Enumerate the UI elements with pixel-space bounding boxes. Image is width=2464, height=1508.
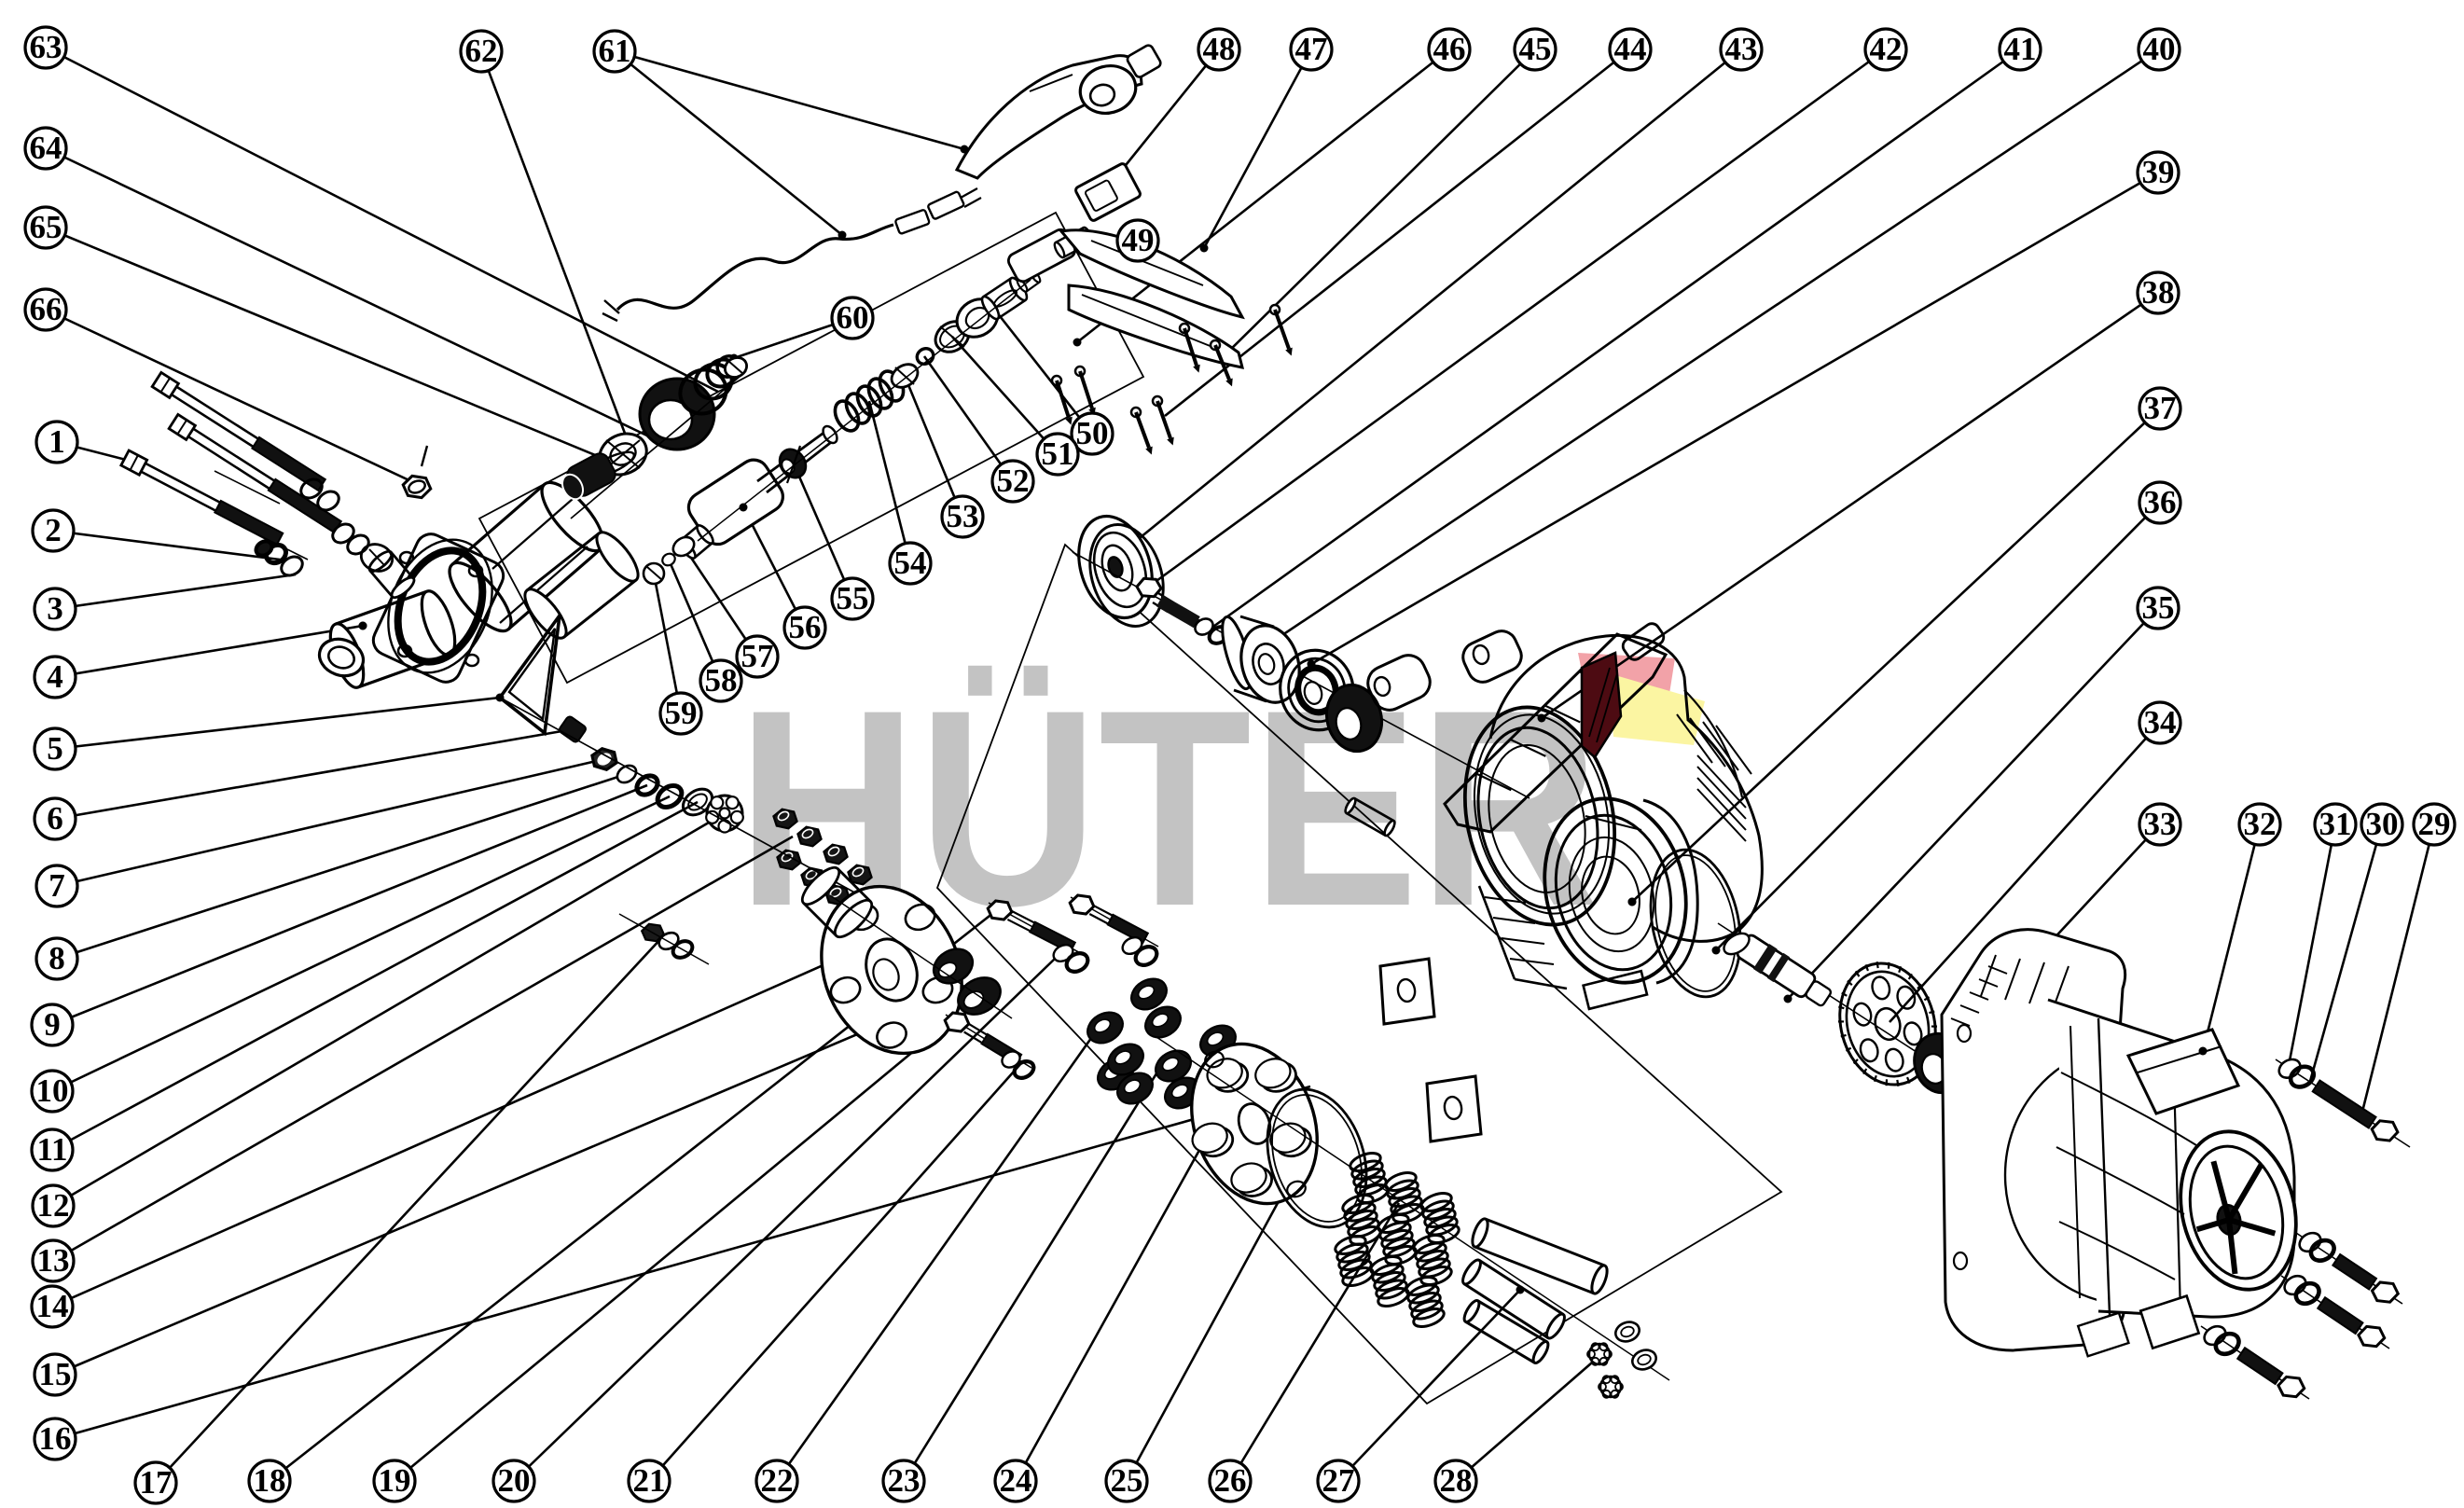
svg-text:21: 21 — [633, 1462, 666, 1499]
svg-text:49: 49 — [1122, 222, 1155, 258]
svg-text:44: 44 — [1614, 31, 1647, 67]
svg-text:22: 22 — [761, 1462, 794, 1499]
svg-text:65: 65 — [30, 209, 62, 245]
svg-text:53: 53 — [947, 498, 979, 534]
svg-text:29: 29 — [2418, 806, 2451, 842]
svg-text:32: 32 — [2244, 806, 2277, 842]
svg-text:50: 50 — [1076, 415, 1109, 451]
svg-text:24: 24 — [1000, 1462, 1032, 1499]
svg-text:31: 31 — [2319, 806, 2352, 842]
svg-text:59: 59 — [665, 695, 698, 731]
svg-text:56: 56 — [789, 609, 822, 645]
svg-text:1: 1 — [48, 423, 65, 460]
svg-text:9: 9 — [44, 1006, 61, 1043]
svg-text:4: 4 — [47, 658, 63, 695]
svg-text:19: 19 — [379, 1462, 411, 1499]
svg-text:52: 52 — [997, 463, 1030, 499]
svg-text:37: 37 — [2144, 390, 2177, 426]
svg-text:47: 47 — [1295, 31, 1328, 67]
svg-text:16: 16 — [39, 1420, 72, 1457]
svg-text:26: 26 — [1214, 1462, 1247, 1499]
svg-text:35: 35 — [2142, 589, 2175, 626]
svg-text:34: 34 — [2144, 704, 2177, 740]
svg-text:51: 51 — [1042, 436, 1074, 472]
svg-text:43: 43 — [1725, 31, 1758, 67]
svg-text:12: 12 — [37, 1187, 70, 1224]
svg-text:48: 48 — [1203, 31, 1236, 67]
svg-text:42: 42 — [1870, 31, 1903, 67]
svg-text:57: 57 — [741, 638, 774, 674]
svg-text:60: 60 — [837, 299, 869, 336]
svg-text:23: 23 — [888, 1462, 921, 1499]
svg-text:7: 7 — [48, 867, 65, 904]
svg-text:8: 8 — [48, 940, 65, 976]
svg-text:20: 20 — [498, 1462, 531, 1499]
svg-text:39: 39 — [2142, 154, 2175, 190]
svg-text:38: 38 — [2142, 274, 2175, 311]
svg-text:66: 66 — [30, 291, 62, 327]
svg-text:6: 6 — [47, 800, 63, 837]
svg-text:5: 5 — [47, 730, 63, 767]
svg-text:46: 46 — [1433, 31, 1466, 67]
svg-text:30: 30 — [2366, 806, 2399, 842]
svg-text:25: 25 — [1111, 1462, 1143, 1499]
svg-text:40: 40 — [2143, 31, 2176, 67]
svg-text:15: 15 — [39, 1356, 72, 1392]
svg-text:63: 63 — [30, 29, 62, 65]
svg-text:18: 18 — [254, 1462, 286, 1499]
svg-text:61: 61 — [599, 33, 631, 69]
svg-text:11: 11 — [36, 1131, 67, 1168]
svg-text:62: 62 — [465, 33, 498, 69]
svg-text:41: 41 — [2004, 31, 2037, 67]
svg-text:33: 33 — [2144, 806, 2177, 842]
svg-text:13: 13 — [37, 1242, 70, 1279]
svg-text:10: 10 — [36, 1072, 69, 1109]
svg-text:45: 45 — [1519, 31, 1552, 67]
svg-text:14: 14 — [36, 1288, 69, 1324]
svg-text:54: 54 — [894, 545, 927, 581]
svg-text:2: 2 — [45, 512, 62, 548]
svg-text:17: 17 — [140, 1464, 173, 1501]
svg-text:3: 3 — [47, 590, 63, 627]
svg-text:64: 64 — [30, 130, 62, 166]
svg-text:55: 55 — [837, 580, 869, 616]
svg-text:28: 28 — [1440, 1462, 1473, 1499]
svg-text:36: 36 — [2144, 484, 2177, 520]
svg-text:27: 27 — [1322, 1462, 1355, 1499]
svg-text:58: 58 — [705, 662, 738, 699]
